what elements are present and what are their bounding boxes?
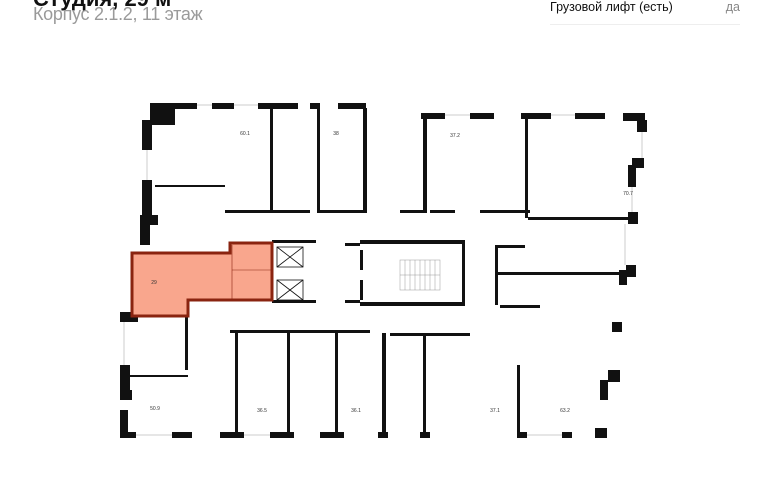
property-value: да [725, 0, 740, 14]
unit-area-label: 50.9 [150, 406, 160, 412]
unit-area-label: 37.2 [450, 133, 460, 139]
outer-walls [120, 103, 647, 438]
unit-area-label: 70.7 [623, 191, 633, 197]
unit-area-label: 63.2 [560, 408, 570, 414]
unit-area-label: 36.5 [257, 408, 267, 414]
property-label: Грузовой лифт (есть) [550, 0, 673, 14]
staircase [399, 259, 441, 291]
unit-area-label: 37.1 [490, 408, 500, 414]
unit-area-label: 29 [151, 280, 157, 286]
selected-unit-highlight[interactable] [130, 241, 274, 318]
interior-walls [128, 103, 628, 438]
windows [123, 104, 643, 436]
unit-area-label: 36.1 [351, 408, 361, 414]
property-row-freight-elevator: Грузовой лифт (есть) да [550, 0, 740, 25]
selected-studio-unit[interactable] [130, 241, 274, 318]
unit-area-label: 60.1 [240, 131, 250, 137]
page-title: Студия, 29 м² [33, 0, 179, 12]
building-floor-subtitle: Корпус 2.1.2, 11 этаж [33, 4, 203, 24]
unit-area-labels: 60.1 38 37.2 70.7 29 50.9 36.5 36.1 37.1… [150, 131, 633, 414]
elevator-shafts [276, 246, 304, 301]
unit-area-label: 38 [333, 131, 339, 137]
